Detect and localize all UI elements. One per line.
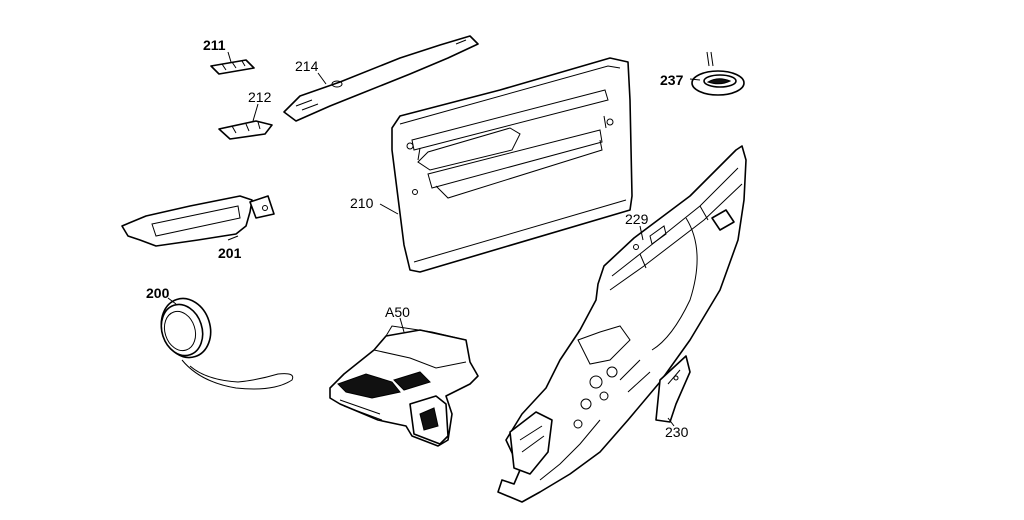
label-237: 237 <box>660 72 684 88</box>
label-214: 214 <box>295 58 319 74</box>
part-229: 229 <box>497 145 747 503</box>
label-A50: A50 <box>385 304 410 320</box>
part-211: 211 <box>203 37 255 75</box>
part-200: 200 <box>146 285 294 390</box>
part-A50: A50 <box>329 304 479 447</box>
part-201: 201 <box>121 195 275 261</box>
label-212: 212 <box>248 89 272 105</box>
part-237: 237 <box>660 51 745 96</box>
label-201: 201 <box>218 245 242 261</box>
label-210: 210 <box>350 195 374 211</box>
part-230: 230 <box>655 355 691 440</box>
part-212: 212 <box>218 89 273 140</box>
label-230: 230 <box>665 424 689 440</box>
label-200: 200 <box>146 285 170 301</box>
label-229: 229 <box>625 211 649 227</box>
part-210: 210 <box>350 57 633 273</box>
label-211: 211 <box>203 37 226 53</box>
part-214: 214 <box>283 35 479 122</box>
